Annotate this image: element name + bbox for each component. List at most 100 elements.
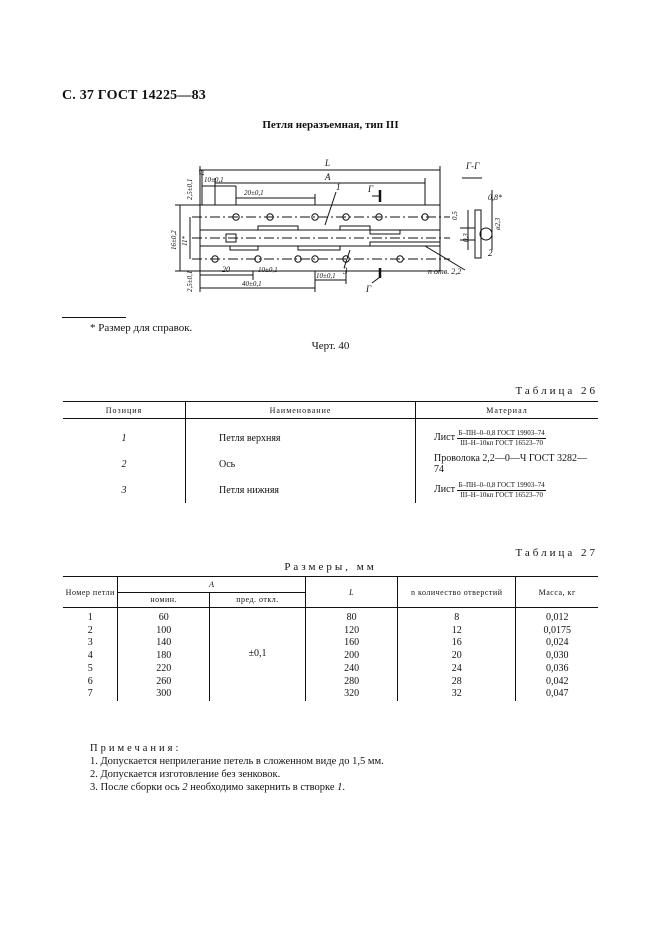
cell-n: 12 xyxy=(397,624,517,638)
cell-n: 20 xyxy=(397,650,517,663)
dim-0-8: 0,8* xyxy=(488,193,502,202)
cell-a: 220 xyxy=(117,662,210,676)
drawing-caption: Черт. 40 xyxy=(311,340,350,352)
drawing-subtitle: Петля неразъемная, тип III xyxy=(262,119,399,131)
cell-n: 24 xyxy=(397,662,517,676)
hinge-drawing: L A Г-Г Г Г 1 2 3 10±0,1 20±0,1 10±0,1 2… xyxy=(170,158,502,294)
pos-3-label: 3 xyxy=(342,266,348,276)
section-mark-bottom: Г xyxy=(365,284,372,294)
col-header-nom: номин. xyxy=(117,591,210,608)
cell-n: 8 xyxy=(397,607,517,625)
dim-20-top: 20±0,1 xyxy=(244,189,264,197)
cell-material: Проволока 2,2—0—Ч ГОСТ 3282—74 xyxy=(434,453,588,475)
note-1: 1. Допускается неприлегание петель в сло… xyxy=(90,756,384,767)
cell-pos: 1 xyxy=(63,418,186,451)
dim-20-bottom: 20 xyxy=(222,265,230,274)
dim-10-mid: 10±0,1 xyxy=(258,266,278,274)
dim-0-3: 0,3 xyxy=(462,233,470,242)
table-row: 2 Ось Проволока 2,2—0—Ч ГОСТ 3282—74 xyxy=(63,451,598,477)
dim-13: 13 xyxy=(198,169,206,177)
table-27: Номер петли A L n количество отверстий М… xyxy=(63,576,598,701)
dim-l: L xyxy=(324,158,330,168)
footnote-rule xyxy=(62,317,126,318)
material-denominator: III–Н–10кп ГОСТ 16523–70 xyxy=(460,490,543,499)
cell-l: 280 xyxy=(305,675,399,689)
dim-11: 11* xyxy=(181,236,189,246)
dim-10-bottom: 10±0,1 xyxy=(316,272,336,280)
col-header-l: L xyxy=(305,576,399,608)
table-row: 5 220 240 24 0,036 xyxy=(63,662,598,676)
cell-pos: 3 xyxy=(63,477,186,503)
table-row: 3 Петля нижняя Лист Б–ПН–0–0,8 ГОСТ 1990… xyxy=(63,477,598,503)
material-denominator: III–Н–10кп ГОСТ 16523–70 xyxy=(460,438,543,447)
table-26: Позиция Наименование Материал 1 Петля ве… xyxy=(63,401,598,503)
material-prefix: Лист xyxy=(434,484,455,496)
section-label: Г-Г xyxy=(465,161,480,171)
cell-no: 5 xyxy=(63,662,119,676)
pos-2-label: 2 xyxy=(488,248,493,258)
cell-l: 320 xyxy=(305,688,399,701)
cell-l: 80 xyxy=(305,607,399,625)
col-header-mass: Масса, кг xyxy=(515,576,598,608)
material-numerator: Б–ПН–0–0,8 ГОСТ 19903–74 xyxy=(457,480,546,491)
table-row: 1 60 ±0,1 80 8 0,012 xyxy=(63,607,598,701)
col-header-name: Наименование xyxy=(185,401,416,419)
cell-no: 6 xyxy=(63,675,119,689)
col-header-position: Позиция xyxy=(63,401,186,419)
cell-pos: 2 xyxy=(63,451,186,477)
cell-no: 1 xyxy=(63,607,119,625)
notes: Примечания: 1. Допускается неприлегание … xyxy=(90,742,384,794)
dim-diam-2-3: ø2,3 xyxy=(494,217,502,231)
cell-mass: 0,024 xyxy=(545,637,569,649)
note-3-part: . xyxy=(342,782,345,793)
table-row: 3 140 160 16 0,024 xyxy=(63,637,598,651)
cell-l: 240 xyxy=(305,662,399,676)
table-row: 4 180 200 20 0,030 xyxy=(63,650,598,663)
col-header-a: A xyxy=(117,576,307,592)
table26-label: Таблица 26 xyxy=(515,385,598,397)
col-header-number: Номер петли xyxy=(63,576,119,608)
dim-0-5: 0,5 xyxy=(451,211,459,220)
cell-name: Петля нижняя xyxy=(185,477,416,503)
cell-mass: 0,042 xyxy=(545,675,569,687)
cell-no: 7 xyxy=(63,688,119,701)
cell-mass: 0,0175 xyxy=(543,624,571,636)
table-row: 7 300 320 32 0,047 xyxy=(63,688,598,701)
cell-l: 200 xyxy=(305,650,399,663)
col-header-material: Материал xyxy=(415,401,598,419)
col-header-tol: пред. откл. xyxy=(209,591,307,608)
table-row: 1 Петля верхняя Лист Б–ПН–0–0,8 ГОСТ 199… xyxy=(63,418,599,452)
cell-mass: 0,030 xyxy=(545,650,569,662)
cell-n: 32 xyxy=(397,688,517,701)
note-3-part: 2 xyxy=(182,782,188,793)
cell-mass: 0,047 xyxy=(545,688,569,700)
dim-a: A xyxy=(324,172,331,182)
cell-tolerance: ±0,1 xyxy=(209,607,307,701)
dim-40-bottom: 40±0,1 xyxy=(242,280,262,288)
table27-title: Размеры, мм xyxy=(284,561,377,573)
dim-10-top: 10±0,1 xyxy=(204,176,224,184)
page-header: С. 37 ГОСТ 14225—83 xyxy=(62,88,206,103)
cell-a: 300 xyxy=(117,688,210,701)
cell-no: 2 xyxy=(63,624,119,638)
cell-name: Ось xyxy=(185,451,416,477)
footnote: * Размер для справок. xyxy=(90,322,193,334)
note-3: 3. После сборки ось 2 необходимо закерни… xyxy=(90,781,384,794)
cell-no: 3 xyxy=(63,637,119,651)
cell-a: 180 xyxy=(117,650,210,663)
table-row: 2 100 120 12 0,0175 xyxy=(63,624,598,638)
note-3-part: 1 xyxy=(337,782,343,793)
cell-name: Петля верхняя xyxy=(185,418,416,451)
dim-16: 16±0,2 xyxy=(170,230,178,250)
cell-a: 140 xyxy=(117,637,210,651)
cell-a: 100 xyxy=(117,624,210,638)
note-3-part: 3. После сборки ось xyxy=(90,782,180,793)
cell-l: 160 xyxy=(305,637,399,651)
cell-l: 120 xyxy=(305,624,399,638)
dim-2-5-bottom: 2,5±0,1 xyxy=(186,271,194,292)
cell-a: 60 xyxy=(117,607,210,625)
notes-title: Примечания: xyxy=(90,743,182,754)
dim-2-5-top: 2,5±0,1 xyxy=(186,179,194,200)
